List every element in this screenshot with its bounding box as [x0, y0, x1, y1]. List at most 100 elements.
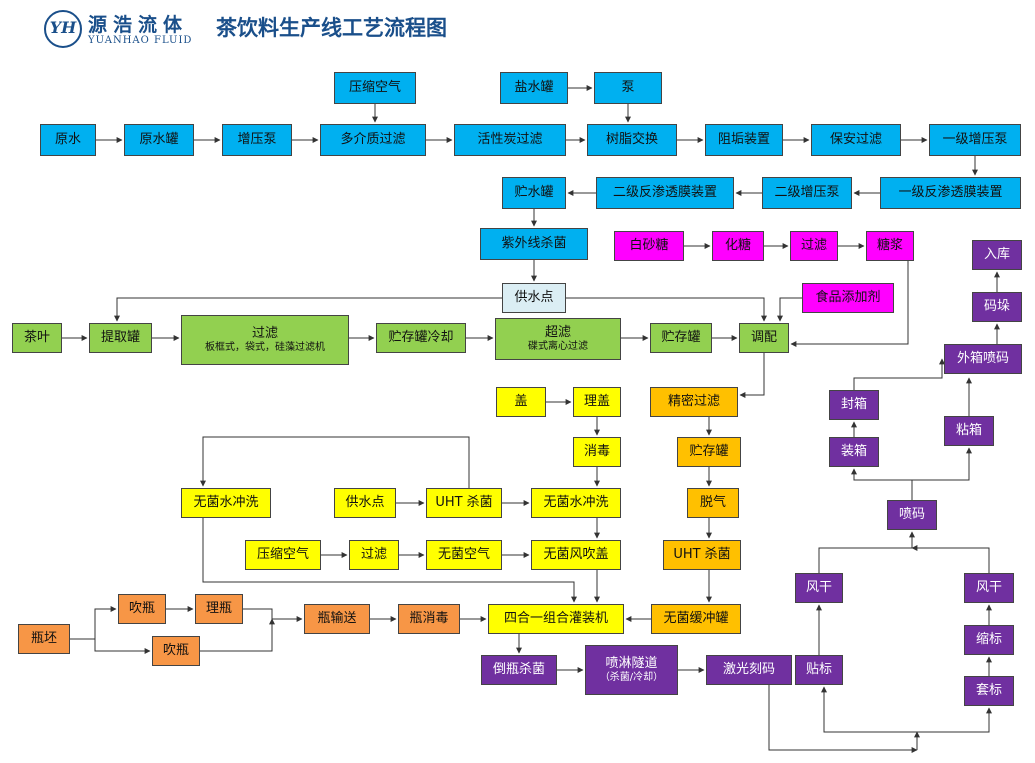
node-label: 压缩空气 [348, 79, 401, 95]
node-invert-sterilize: 倒瓶杀菌 [481, 655, 557, 685]
node-label: 贮存罐 [689, 443, 729, 459]
node-label: 无菌缓冲罐 [663, 610, 729, 626]
node-label: 阻垢装置 [717, 131, 770, 147]
node-label: 糖浆 [876, 237, 903, 253]
node-sublabel: 板框式，袋式，硅藻过滤机 [205, 342, 325, 354]
node-label: 一级反渗透膜装置 [898, 184, 1003, 200]
node-label: 瓶消毒 [409, 610, 449, 626]
node-compressed-air-1: 压缩空气 [334, 72, 416, 104]
node-cap-sorting: 理盖 [573, 387, 621, 417]
flow-arrow [912, 447, 972, 481]
node-label: 过滤 [360, 546, 387, 562]
node-dry-1: 风干 [795, 573, 843, 603]
node-storage-tank-water: 贮水罐 [502, 177, 566, 209]
node-label: 无菌空气 [437, 546, 490, 562]
node-food-additive: 食品添加剂 [802, 283, 894, 313]
node-label: 风干 [975, 579, 1002, 595]
node-stacking: 码垛 [972, 292, 1022, 322]
logo-initials: YH [49, 18, 77, 37]
node-label: 无菌水冲洗 [193, 494, 259, 510]
node-label: 精密过滤 [667, 393, 720, 409]
node-label: 盖 [514, 393, 528, 409]
flow-arrow [911, 545, 990, 573]
node-label: 喷淋隧道 [605, 655, 658, 671]
node-label: 多介质过滤 [340, 131, 406, 147]
node-uht-1: UHT 杀菌 [426, 488, 502, 518]
node-multimedia-filter: 多介质过滤 [320, 124, 426, 156]
node-label: 缩标 [975, 631, 1002, 647]
node-label: 外箱喷码 [956, 350, 1009, 366]
node-label: 紫外线杀菌 [501, 235, 567, 251]
node-label: 树脂交换 [605, 131, 658, 147]
node-label: 贮存罐 [661, 329, 701, 345]
node-packing-box: 装箱 [829, 437, 879, 467]
flow-arrow [851, 468, 913, 500]
node-label: 吹瓶 [162, 642, 189, 658]
company-name-en: YUANHAO FLUID [88, 35, 193, 46]
node-label: 封箱 [840, 396, 867, 412]
flow-arrow [853, 358, 945, 390]
node-ultra-filter: 超滤碟式离心过滤 [495, 318, 621, 360]
node-booster-pump: 增压泵 [222, 124, 292, 156]
node-stage1-ro: 一级反渗透膜装置 [880, 177, 1021, 209]
node-label: 贮存罐冷却 [388, 329, 454, 345]
node-stage2-pump: 二级增压泵 [762, 177, 852, 209]
node-sleeve-label: 套标 [964, 676, 1014, 706]
node-supply-point-2: 供水点 [334, 488, 396, 518]
node-bottle-disinfect: 瓶消毒 [398, 604, 460, 634]
node-warehouse: 入库 [972, 240, 1022, 270]
node-label: 过滤 [800, 237, 827, 253]
flow-arrow [790, 261, 909, 347]
node-stage1-pump: 一级增压泵 [929, 124, 1021, 156]
node-stage2-ro: 二级反渗透膜装置 [596, 177, 734, 209]
company-logo: YH 源浩流体 YUANHAO FLUID [44, 8, 226, 50]
node-label: 一级增压泵 [942, 131, 1008, 147]
page-title: 茶饮料生产线工艺流程图 [216, 16, 447, 40]
node-extract-tank: 提取罐 [89, 323, 152, 353]
logo-emblem: YH [44, 10, 82, 48]
node-label: 茶叶 [23, 329, 50, 345]
node-precision-filter: 精密过滤 [650, 387, 738, 417]
node-cap: 盖 [496, 387, 546, 417]
node-label: 码垛 [983, 298, 1010, 314]
node-label: 贴标 [805, 661, 832, 677]
node-label: UHT 杀菌 [435, 494, 493, 510]
node-blow-bottle-2: 吹瓶 [152, 636, 200, 666]
node-label: 化糖 [724, 237, 751, 253]
flow-arrow [200, 436, 470, 488]
node-label: 调配 [750, 329, 777, 345]
node-dissolve-sugar: 化糖 [712, 231, 764, 261]
node-sterile-water-rinse: 无菌水冲洗 [531, 488, 621, 518]
node-label: 压缩空气 [256, 546, 309, 562]
flow-arrow [768, 685, 918, 753]
node-label: 喷码 [898, 506, 925, 522]
node-label: 泵 [621, 79, 635, 95]
node-brine-tank: 盐水罐 [500, 72, 568, 104]
node-inkjet-code: 喷码 [887, 500, 937, 530]
node-preform: 瓶坯 [18, 624, 70, 654]
node-label: 入库 [983, 246, 1010, 262]
node-seal-box: 封箱 [829, 390, 879, 420]
node-blending: 调配 [739, 323, 789, 353]
node-label: 四合一组合灌装机 [503, 610, 608, 626]
flow-arrow [243, 608, 303, 622]
node-filling-machine: 四合一组合灌装机 [488, 604, 624, 634]
node-label: 无菌风吹盖 [543, 546, 609, 562]
node-label: UHT 杀菌 [673, 546, 731, 562]
node-glue-box: 粘箱 [944, 416, 994, 446]
node-label: 倒瓶杀菌 [492, 661, 545, 677]
node-label: 保安过滤 [829, 131, 882, 147]
node-carbon-filter: 活性炭过滤 [454, 124, 566, 156]
node-label: 贮水罐 [514, 184, 554, 200]
node-label: 消毒 [583, 443, 610, 459]
node-uv-sterilize: 紫外线杀菌 [480, 228, 588, 260]
node-syrup: 糖浆 [866, 231, 914, 261]
node-pump: 泵 [594, 72, 662, 104]
node-raw-water: 原水 [40, 124, 96, 156]
node-label: 过滤 [251, 325, 278, 341]
flow-arrow [202, 518, 577, 603]
node-raw-water-tank: 原水罐 [124, 124, 194, 156]
node-tea-leaf: 茶叶 [12, 323, 62, 353]
node-sterile-buffer: 无菌缓冲罐 [651, 604, 741, 634]
node-label: 装箱 [840, 443, 867, 459]
